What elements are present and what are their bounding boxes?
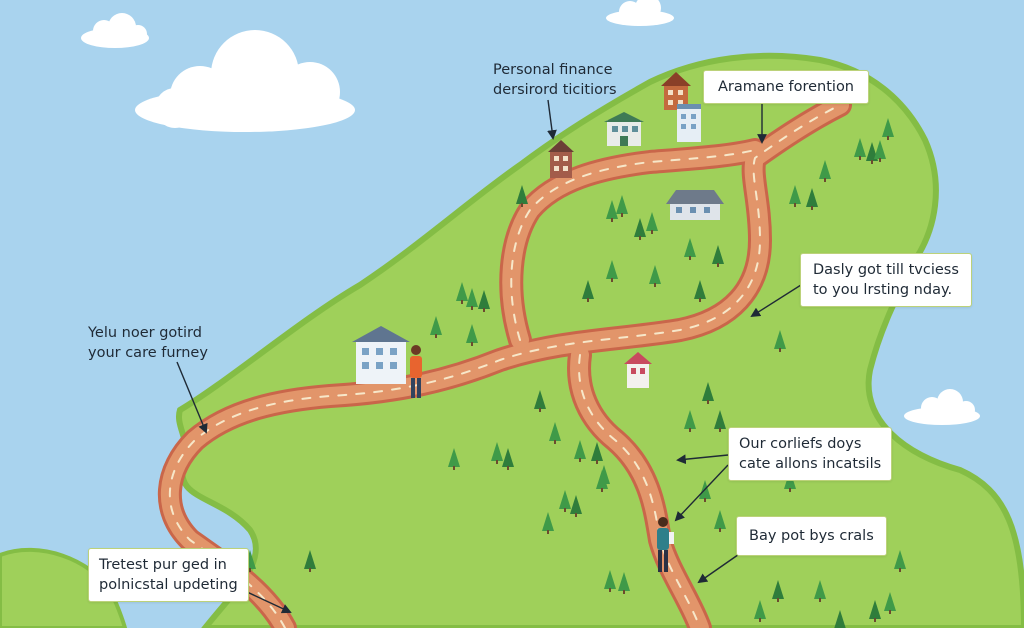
tree-icon <box>646 212 658 234</box>
tree-icon <box>649 265 661 287</box>
tree-icon <box>448 448 460 470</box>
house-icon <box>604 112 644 146</box>
tree-icon <box>814 580 826 602</box>
tree-icon <box>542 512 554 534</box>
tree-icon <box>466 288 478 310</box>
tree-icon <box>882 118 894 140</box>
tree-icon <box>819 160 831 182</box>
callout-line: Personal finance <box>493 62 613 78</box>
tree-icon <box>534 390 546 412</box>
tree-icon <box>789 185 801 207</box>
callout-line: cate allons incatsils <box>739 456 882 472</box>
callout-dasly: Dasly got till tvciess to you lrsting nd… <box>800 253 972 307</box>
cloud-icon <box>606 0 674 26</box>
tree-icon <box>714 510 726 532</box>
callout-personal-finance: Personal finance dersirord ticitiors <box>493 60 617 100</box>
house-icon <box>666 190 724 220</box>
tree-icon <box>304 550 316 572</box>
tree-icon <box>491 442 503 464</box>
tree-icon <box>606 260 618 282</box>
tree-icon <box>754 600 766 622</box>
tree-icon <box>806 188 818 210</box>
tree-icon <box>606 200 618 222</box>
tree-icon <box>712 245 724 267</box>
house-icon <box>677 104 701 142</box>
callout-line: dersirord ticitiors <box>493 82 617 98</box>
house-icon <box>624 352 652 388</box>
tree-icon <box>854 138 866 160</box>
callout-line: Bay pot bys crals <box>749 528 874 544</box>
tree-icon <box>684 238 696 260</box>
cloud-icon <box>135 30 355 132</box>
tree-icon <box>702 382 714 404</box>
tree-icon <box>582 280 594 302</box>
tree-icon <box>684 410 696 432</box>
callout-line: polnicstal updeting <box>99 577 238 593</box>
callout-our-corliefs: Our corliefs doys cate allons incatsils <box>728 427 893 481</box>
tree-icon <box>570 495 582 517</box>
callout-line: Yelu noer gotird <box>88 325 202 341</box>
callout-line: Aramane forention <box>718 79 855 95</box>
tree-icon <box>574 440 586 462</box>
callout-bay-pot: Bay pot bys crals <box>736 516 887 556</box>
callout-line: Tretest pur ged in <box>99 557 227 573</box>
tree-icon <box>874 140 886 162</box>
house-icon <box>352 326 410 384</box>
tree-icon <box>774 330 786 352</box>
cloud-icon <box>904 389 980 425</box>
tree-icon <box>559 490 571 512</box>
tree-icon <box>456 282 468 304</box>
tree-icon <box>634 218 646 240</box>
tree-icon <box>516 185 528 207</box>
cloud-icon <box>81 13 149 48</box>
tree-icon <box>618 572 630 594</box>
tree-icon <box>834 610 846 628</box>
callout-line: your care furney <box>88 345 208 361</box>
tree-icon <box>430 316 442 338</box>
tree-icon <box>549 422 561 444</box>
callout-yelu: Yelu noer gotird your care furney <box>88 323 208 363</box>
callout-aramane: Aramane forention <box>703 70 870 104</box>
tree-icon <box>596 470 608 492</box>
tree-icon <box>894 550 906 572</box>
road-network <box>158 93 852 628</box>
tree-icon <box>884 592 896 614</box>
callout-tretest: Tretest pur ged in polnicstal updeting <box>88 548 249 602</box>
tree-icon <box>869 600 881 622</box>
person-icon <box>410 345 422 398</box>
tree-icon <box>478 290 490 312</box>
house-icon <box>661 72 691 110</box>
tree-icon <box>616 195 628 217</box>
tree-icon <box>466 324 478 346</box>
tree-icon <box>502 448 514 470</box>
tree-icon <box>604 570 616 592</box>
callout-line: Our corliefs doys <box>739 436 862 452</box>
callout-line: to you lrsting nday. <box>813 282 953 298</box>
callout-line: Dasly got till tvciess <box>813 262 959 278</box>
tree-icon <box>591 442 603 464</box>
tree-icon <box>772 580 784 602</box>
house-icon <box>548 140 574 178</box>
tree-icon <box>714 410 726 432</box>
tree-icon <box>694 280 706 302</box>
person-icon <box>657 517 674 572</box>
trees <box>244 118 906 628</box>
